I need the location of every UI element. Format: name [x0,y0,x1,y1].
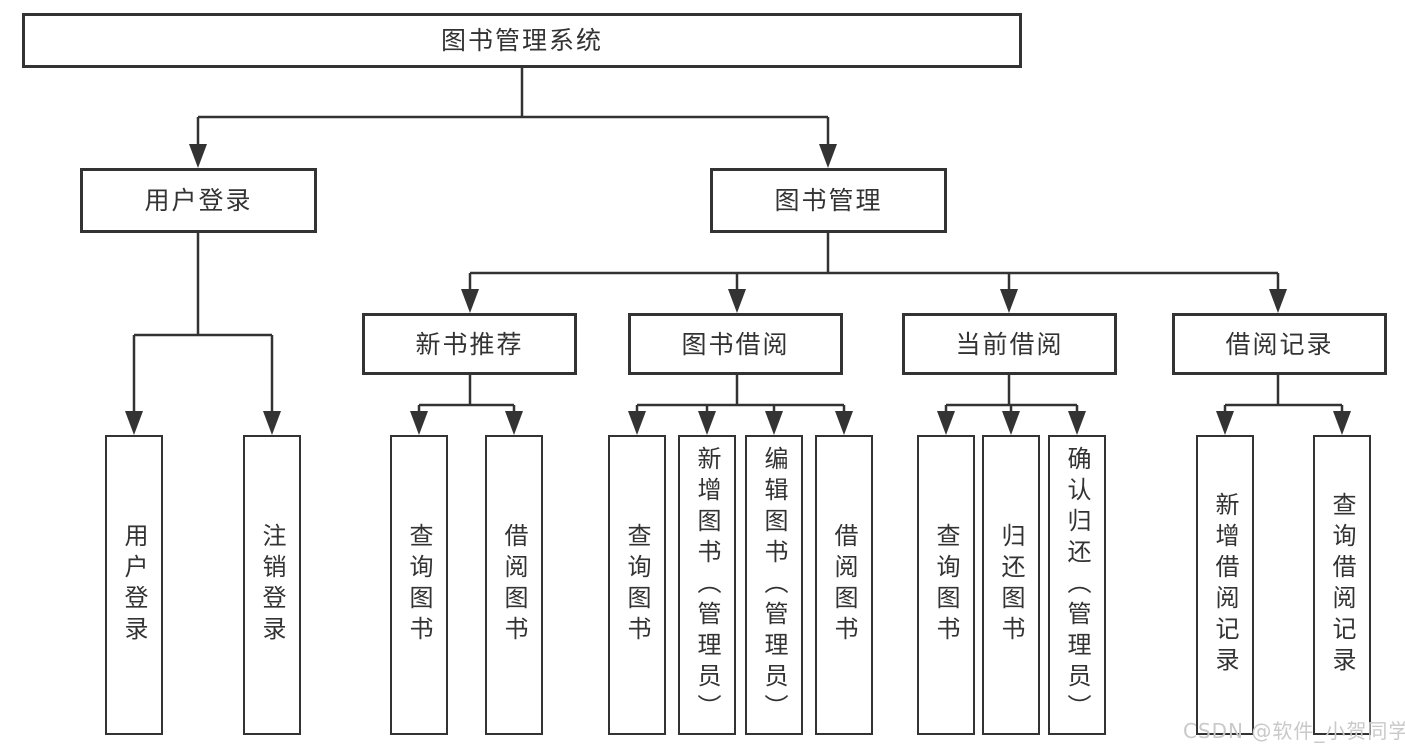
leaf-add-book-admin-label: 新增图书（管理员） [693,445,721,725]
root-node-label: 图书管理系统 [440,26,603,55]
node-user-login-label: 用户登录 [144,186,253,215]
node-current-borrowing-label: 当前借阅 [955,329,1064,359]
connector-current-borrowing-to-leaves [937,375,1086,435]
connector-new-book-recommendation-to-leaves [410,375,523,435]
leaf-query-books-borrowing-label: 查询图书 [623,523,651,647]
leaf-query-books-recommend-label: 查询图书 [405,523,433,647]
node-current-borrowing: 当前借阅 [902,313,1117,375]
leaf-borrow-books-recommend-label: 借阅图书 [500,523,528,647]
node-book-management: 图书管理 [710,168,947,233]
connector-root-to-level2 [189,68,837,168]
leaf-query-borrow-record: 查询借阅记录 [1313,435,1371,735]
leaf-confirm-return-admin-label: 确认归还（管理员） [1063,445,1091,725]
leaf-query-books-recommend: 查询图书 [390,435,448,735]
node-book-borrowing: 图书借阅 [628,313,843,375]
leaf-query-borrow-record-label: 查询借阅记录 [1328,492,1356,678]
leaf-return-book-label: 归还图书 [997,523,1025,647]
leaf-return-book: 归还图书 [982,435,1040,735]
leaf-borrow-books-recommend: 借阅图书 [485,435,543,735]
leaf-confirm-return-admin: 确认归还（管理员） [1048,435,1106,735]
node-user-login: 用户登录 [80,168,317,233]
leaf-logout: 注销登录 [243,435,301,735]
leaf-query-books-current: 查询图书 [917,435,975,735]
node-new-book-recommendation-label: 新书推荐 [415,329,524,359]
leaf-user-login: 用户登录 [105,435,163,735]
csdn-watermark: CSDN @软件_小贺同学 [1183,719,1405,743]
connector-book-borrowing-to-leaves [628,375,853,435]
leaf-edit-book-admin-label: 编辑图书（管理员） [760,445,788,725]
connector-user-login-to-leaves [125,233,281,435]
leaf-query-books-borrowing: 查询图书 [608,435,666,735]
leaf-borrow-books-borrowing-label: 借阅图书 [830,523,858,647]
leaf-edit-book-admin: 编辑图书（管理员） [745,435,803,735]
connector-borrowing-records-to-leaves [1216,375,1351,435]
leaf-add-borrow-record: 新增借阅记录 [1196,435,1254,735]
root-node-library-system: 图书管理系统 [22,13,1022,68]
node-new-book-recommendation: 新书推荐 [362,313,577,375]
node-borrowing-records-label: 借阅记录 [1225,329,1334,359]
leaf-user-login-label: 用户登录 [120,523,148,647]
leaf-borrow-books-borrowing: 借阅图书 [815,435,873,735]
leaf-add-borrow-record-label: 新增借阅记录 [1211,492,1239,678]
node-book-borrowing-label: 图书借阅 [681,329,790,359]
leaf-query-books-current-label: 查询图书 [932,523,960,647]
node-borrowing-records: 借阅记录 [1172,313,1387,375]
leaf-logout-label: 注销登录 [258,523,286,647]
node-book-management-label: 图书管理 [774,186,883,215]
leaf-add-book-admin: 新增图书（管理员） [678,435,736,735]
connector-book-management-to-level3 [461,233,1287,313]
